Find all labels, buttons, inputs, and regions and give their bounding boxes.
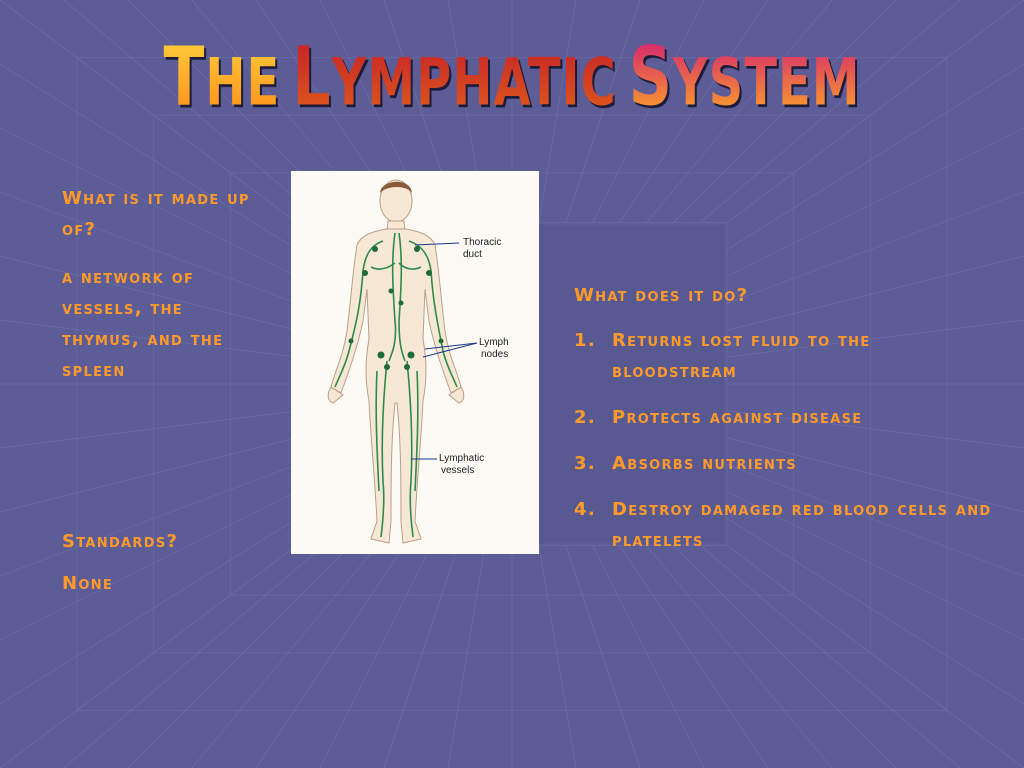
grid-line bbox=[319, 545, 432, 768]
grid-line bbox=[726, 544, 1024, 768]
grid-line bbox=[63, 544, 325, 768]
grid-line bbox=[0, 517, 298, 705]
grid-line bbox=[592, 0, 705, 223]
grid-line bbox=[565, 0, 641, 223]
hair bbox=[380, 181, 412, 193]
grid-line bbox=[699, 0, 961, 224]
grid-line bbox=[619, 545, 769, 768]
grid-line bbox=[726, 0, 1024, 224]
grid-line bbox=[0, 410, 298, 449]
what-does-it-do-question: What does it do? bbox=[574, 285, 749, 306]
grid-line bbox=[726, 191, 1024, 304]
grid-line bbox=[447, 545, 486, 768]
made-up-of-answer: a network of vessels, the thymus, and th… bbox=[62, 267, 224, 381]
list-item-text: Protects against disease bbox=[612, 407, 863, 428]
lymph-node-dots bbox=[348, 246, 444, 370]
title-word: LYMPHATIC bbox=[292, 30, 616, 125]
grid-line bbox=[0, 127, 298, 277]
title-word-rest: YMPHATIC bbox=[331, 44, 617, 121]
grid-line bbox=[383, 545, 459, 768]
grid-line bbox=[538, 0, 577, 223]
grid-line bbox=[0, 464, 298, 577]
grid-line bbox=[0, 191, 298, 304]
grid-line bbox=[726, 127, 1024, 277]
grid-line bbox=[127, 544, 352, 768]
list-item-text: Destroy damaged red blood cells and plat… bbox=[612, 499, 992, 551]
grid-line bbox=[646, 0, 833, 224]
grid-ring bbox=[76, 57, 948, 711]
thoracic-duct-label-line2: duct bbox=[463, 249, 482, 260]
list-item-number: 4. bbox=[574, 499, 596, 520]
grid-line bbox=[726, 437, 1024, 513]
made-up-of-question: What is it made up of? bbox=[62, 188, 250, 240]
grid-line bbox=[565, 545, 641, 768]
title-word-rest: YSTEM bbox=[672, 44, 861, 121]
title-word-initial: L bbox=[292, 30, 332, 125]
list-item-number: 2. bbox=[574, 407, 596, 428]
list-item-text: Absorbs nutrients bbox=[612, 453, 798, 474]
grid-line bbox=[538, 545, 577, 768]
grid-line bbox=[0, 63, 298, 251]
grid-line bbox=[672, 544, 897, 768]
function-list: 1. Returns lost fluid to the bloodstream 2… bbox=[574, 325, 994, 571]
grid-line bbox=[0, 0, 298, 224]
grid-line bbox=[191, 544, 378, 768]
grid-line bbox=[726, 517, 1024, 705]
grid-line bbox=[0, 437, 298, 513]
label-leader-lines bbox=[411, 242, 478, 460]
grid-line bbox=[255, 545, 405, 768]
grid-line bbox=[0, 544, 298, 768]
function-list-item: 1. Returns lost fluid to the bloodstream bbox=[574, 325, 994, 387]
function-list-item: 2. Protects against disease bbox=[574, 402, 994, 433]
grid-line bbox=[63, 0, 325, 224]
grid-line bbox=[672, 0, 897, 224]
lymphatic-vessels-label-line2: vessels bbox=[441, 465, 474, 476]
grid-line bbox=[592, 545, 705, 768]
grid-line bbox=[699, 544, 961, 768]
title-word-initial: T bbox=[163, 30, 206, 125]
grid-ring bbox=[153, 114, 871, 654]
grid-line bbox=[726, 410, 1024, 449]
title-word: SYSTEM bbox=[629, 30, 861, 125]
title-word-rest: HE bbox=[205, 44, 281, 121]
grid-line bbox=[0, 491, 298, 641]
grid-line bbox=[726, 63, 1024, 251]
body-outline bbox=[327, 179, 465, 544]
grid-line bbox=[0, 255, 298, 331]
standards-question: Standards? bbox=[62, 531, 179, 552]
standards-answer: None bbox=[62, 573, 114, 594]
function-list-item: 4. Destroy damaged red blood cells and pl… bbox=[574, 494, 994, 556]
lymph-nodes-label-line1: Lymph bbox=[479, 337, 509, 348]
lymphatic-vessels bbox=[334, 232, 458, 538]
grid-line bbox=[646, 544, 833, 768]
title-word-initial: S bbox=[628, 30, 673, 125]
grid-line bbox=[619, 0, 769, 223]
function-list-item: 3. Absorbs nutrients bbox=[574, 448, 994, 479]
lymph-nodes-label-line2: nodes bbox=[481, 349, 508, 360]
lymphatic-vessels-label-line1: Lymphatic bbox=[439, 453, 484, 464]
grid-line bbox=[726, 491, 1024, 641]
grid-line bbox=[726, 319, 1024, 358]
grid-line bbox=[726, 464, 1024, 577]
grid-line bbox=[726, 255, 1024, 331]
thoracic-duct-label-line1: Thoracic bbox=[463, 237, 501, 248]
list-item-number: 1. bbox=[574, 330, 596, 351]
list-item-text: Returns lost fluid to the bloodstream bbox=[612, 330, 871, 382]
grid-line bbox=[0, 319, 298, 358]
lymphatic-system-diagram: Thoracic duct Lymph nodes Lymphatic vess… bbox=[291, 171, 539, 554]
list-item-number: 3. bbox=[574, 453, 596, 474]
title-word: THE bbox=[163, 30, 280, 125]
